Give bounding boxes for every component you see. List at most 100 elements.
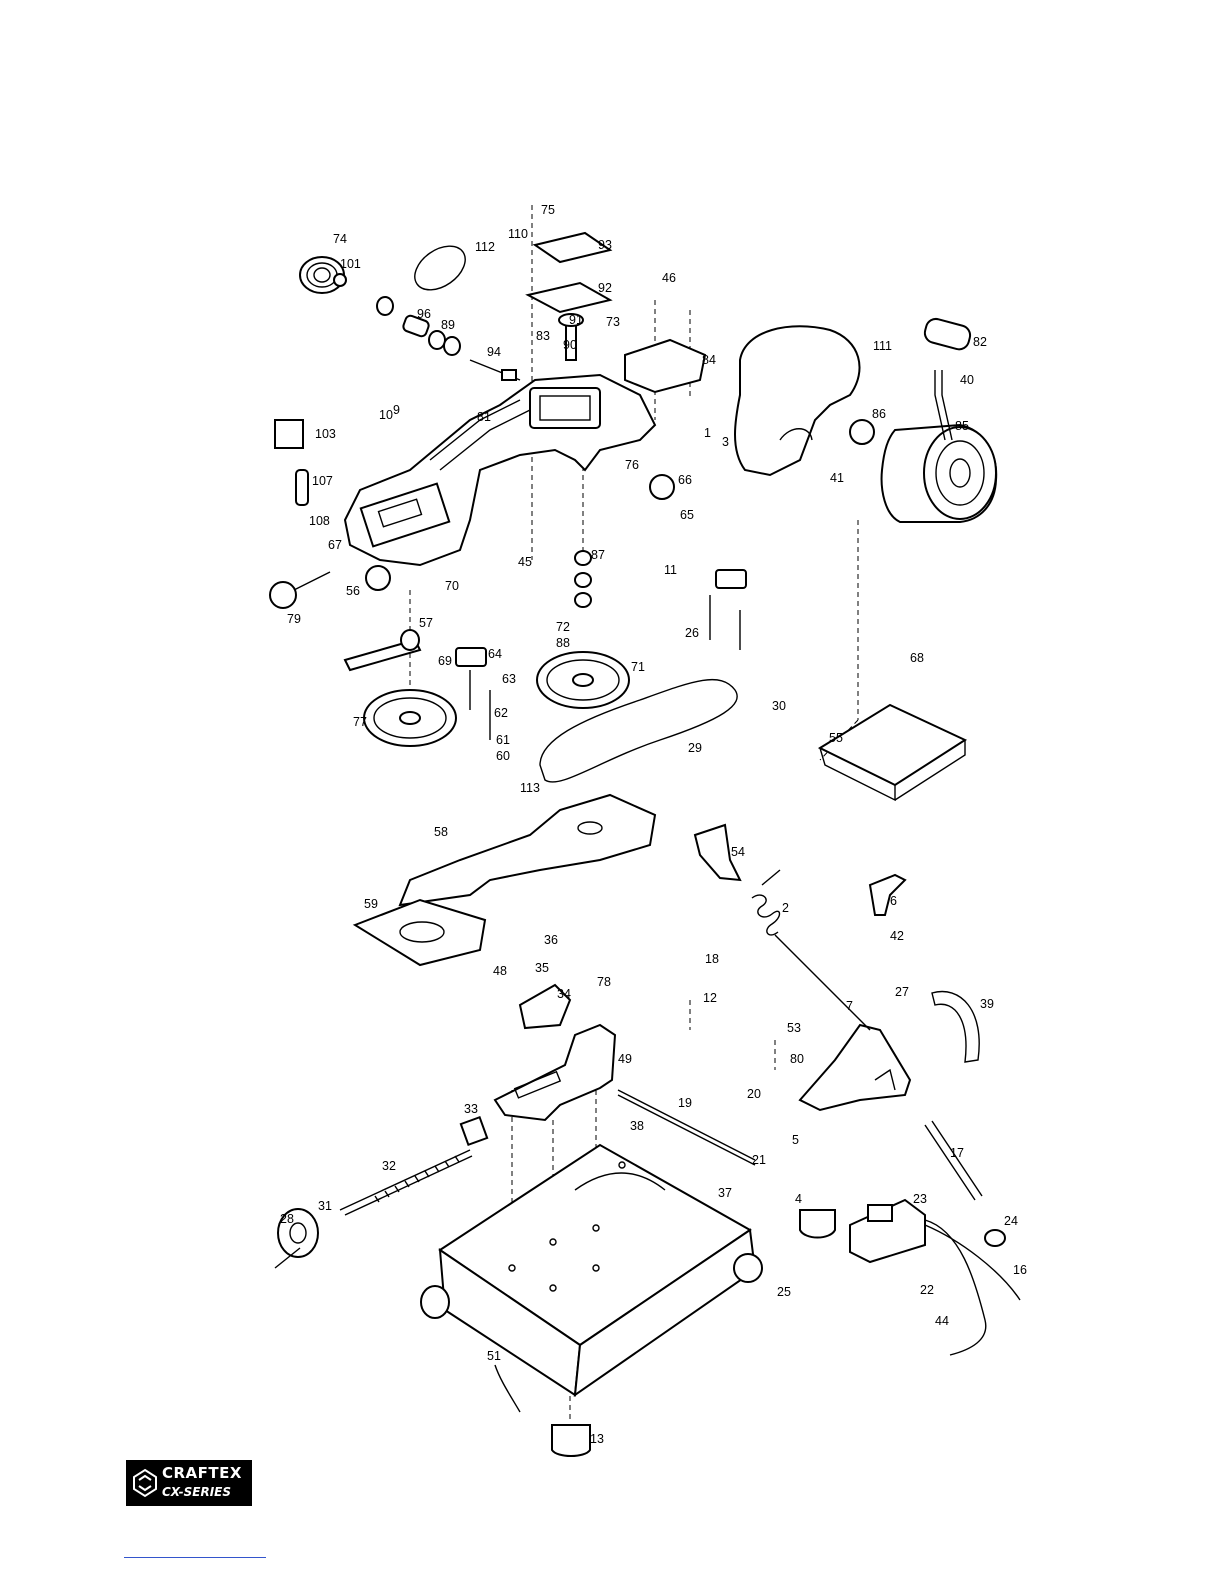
foot-13 bbox=[551, 1424, 591, 1457]
part-label-38: 38 bbox=[630, 1119, 644, 1133]
part-label-60: 60 bbox=[496, 749, 510, 763]
part-label-68: 68 bbox=[910, 651, 924, 665]
part-label-19: 19 bbox=[678, 1096, 692, 1110]
part-label-87: 87 bbox=[591, 548, 605, 562]
part-label-22: 22 bbox=[920, 1283, 934, 1297]
part-label-31: 31 bbox=[318, 1199, 332, 1213]
part-label-64: 64 bbox=[488, 647, 502, 661]
part-label-62: 62 bbox=[494, 706, 508, 720]
part-label-79: 79 bbox=[287, 612, 301, 626]
motor bbox=[880, 423, 998, 523]
belt-guard bbox=[734, 325, 861, 477]
spring bbox=[751, 869, 781, 936]
part-label-42: 42 bbox=[890, 929, 904, 943]
part-label-112: 112 bbox=[475, 240, 495, 254]
part-label-88: 88 bbox=[556, 636, 570, 650]
part-label-57: 57 bbox=[419, 616, 433, 630]
part-label-94: 94 bbox=[487, 345, 501, 359]
part-label-101: 101 bbox=[340, 257, 361, 271]
part-label-29: 29 bbox=[688, 741, 702, 755]
part-label-40: 40 bbox=[960, 373, 974, 387]
part-label-26: 26 bbox=[685, 626, 699, 640]
swivel-bracket bbox=[798, 1023, 912, 1112]
part-label-44: 44 bbox=[935, 1314, 949, 1328]
part-labels: 1234567910111213161718192021222324252627… bbox=[280, 203, 1027, 1446]
part-label-73: 73 bbox=[606, 315, 620, 329]
part-label-56: 56 bbox=[346, 584, 360, 598]
part-label-70: 70 bbox=[445, 579, 459, 593]
part-label-3: 3 bbox=[722, 435, 729, 449]
part-label-110: 110 bbox=[508, 227, 528, 241]
part-label-76: 76 bbox=[625, 458, 639, 472]
bearing-housing bbox=[402, 314, 430, 338]
part-label-5: 5 bbox=[792, 1133, 799, 1147]
part-label-83: 83 bbox=[536, 329, 550, 343]
lead-screw bbox=[339, 1149, 473, 1216]
brand-series: CX-SERIES bbox=[162, 1485, 231, 1499]
part-label-12: 12 bbox=[703, 991, 717, 1005]
part-label-66: 66 bbox=[678, 473, 692, 487]
craftex-logo: CRAFTEX CX-SERIES bbox=[126, 1460, 252, 1506]
part-label-82: 82 bbox=[973, 335, 987, 349]
part-label-89: 89 bbox=[441, 318, 455, 332]
part-label-75: 75 bbox=[541, 203, 555, 217]
part-label-2: 2 bbox=[782, 901, 789, 915]
part-label-25: 25 bbox=[777, 1285, 791, 1299]
part-label-46: 46 bbox=[662, 271, 676, 285]
part-label-45: 45 bbox=[518, 555, 532, 569]
part-label-69: 69 bbox=[438, 654, 452, 668]
part-label-90: 90 bbox=[563, 338, 577, 352]
part-label-23: 23 bbox=[913, 1192, 927, 1206]
base-37 bbox=[420, 1143, 763, 1398]
part-label-18: 18 bbox=[705, 952, 719, 966]
part-label-84: 84 bbox=[702, 353, 716, 367]
part-label-27: 27 bbox=[895, 985, 909, 999]
brand-name: CRAFTEX bbox=[162, 1464, 242, 1482]
lower-assembly bbox=[274, 793, 1021, 1457]
part-label-63: 63 bbox=[502, 672, 516, 686]
gasket bbox=[525, 281, 613, 314]
switch-box bbox=[849, 1198, 926, 1264]
part-label-20: 20 bbox=[747, 1087, 761, 1101]
wheel-77 bbox=[363, 689, 457, 747]
part-label-92: 92 bbox=[598, 281, 612, 295]
upper-assembly bbox=[269, 231, 998, 802]
part-label-39: 39 bbox=[980, 997, 994, 1011]
part-label-35: 35 bbox=[535, 961, 549, 975]
part-label-17: 17 bbox=[950, 1146, 964, 1160]
part-label-9: 9 bbox=[393, 403, 400, 417]
part-label-72: 72 bbox=[556, 620, 570, 634]
part-label-34: 34 bbox=[557, 987, 571, 1001]
part-label-33: 33 bbox=[464, 1102, 478, 1116]
carry-handle bbox=[923, 317, 972, 351]
part-label-78: 78 bbox=[597, 975, 611, 989]
part-label-74: 74 bbox=[333, 232, 347, 246]
part-label-96: 96 bbox=[417, 307, 431, 321]
small-belt bbox=[414, 245, 466, 291]
part-label-32: 32 bbox=[382, 1159, 396, 1173]
part-label-13: 13 bbox=[590, 1432, 604, 1446]
part-label-49: 49 bbox=[618, 1052, 632, 1066]
part-label-30: 30 bbox=[772, 699, 786, 713]
part-label-113: 113 bbox=[520, 781, 540, 795]
part-label-55: 55 bbox=[829, 731, 843, 745]
part-label-107: 107 bbox=[312, 474, 333, 488]
gearbox-cover bbox=[532, 231, 613, 264]
part-label-71: 71 bbox=[631, 660, 645, 674]
part-label-108: 108 bbox=[309, 514, 330, 528]
motor-pulley bbox=[849, 419, 875, 445]
part-label-86: 86 bbox=[872, 407, 886, 421]
part-label-81: 81 bbox=[477, 410, 491, 424]
part-label-16: 16 bbox=[1013, 1263, 1027, 1277]
craftex-emblem-icon bbox=[133, 1468, 157, 1498]
saw-blade bbox=[539, 678, 738, 783]
part-label-93: 93 bbox=[598, 238, 612, 252]
part-label-37: 37 bbox=[718, 1186, 732, 1200]
part-label-24: 24 bbox=[1004, 1214, 1018, 1228]
block-103 bbox=[274, 419, 304, 449]
part-label-21: 21 bbox=[752, 1153, 766, 1167]
handwheel-28 bbox=[277, 1208, 319, 1258]
angle-scale bbox=[931, 990, 980, 1063]
part-label-77: 77 bbox=[353, 715, 367, 729]
blade-guard-plate bbox=[398, 793, 657, 907]
